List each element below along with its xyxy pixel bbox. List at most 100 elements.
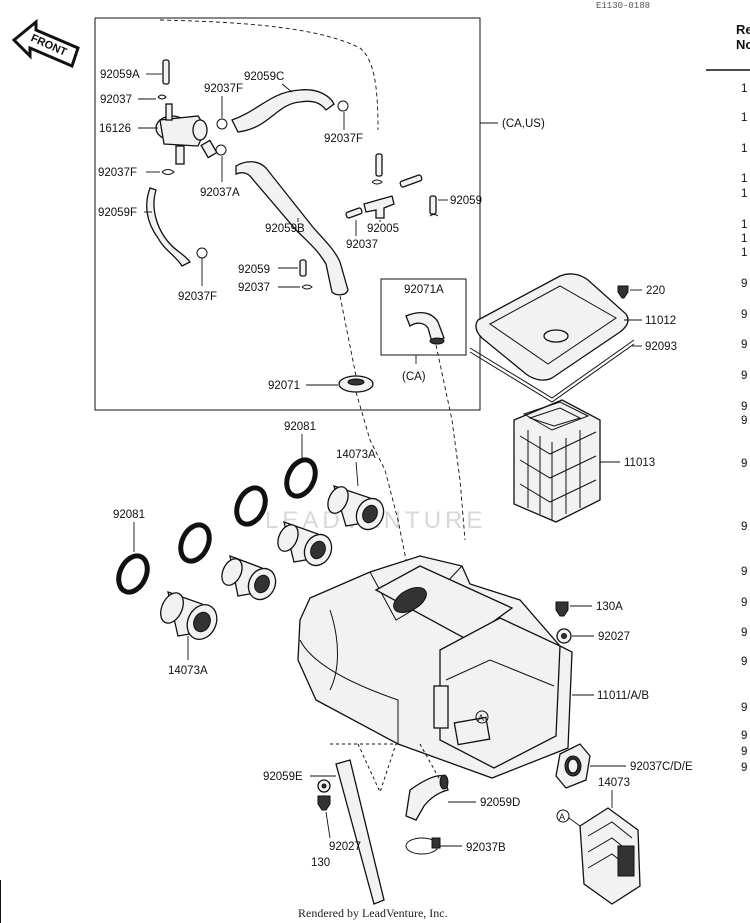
air-filter-element-11013 <box>513 399 601 523</box>
label-92037F-b: 92037F <box>324 133 363 145</box>
o-rings-92081 <box>116 457 318 595</box>
label-130: 130 <box>311 857 330 869</box>
table-row-ref: 9 <box>741 627 747 639</box>
label-92037F-a: 92037F <box>204 83 243 95</box>
ref-marker-case: A <box>478 713 484 723</box>
tube-upper <box>375 153 383 177</box>
sub-box-92071A: 92071A (CA) <box>380 278 467 383</box>
grommet-92071 <box>338 375 374 393</box>
hose-92059B <box>235 161 349 296</box>
label-92081-b: 92081 <box>113 509 145 521</box>
elbow-92059D <box>405 774 449 821</box>
label-92037B: 92037B <box>466 842 506 854</box>
table-row-ref: 9 <box>741 415 747 427</box>
vacuum-hose-box: (CA,US) <box>94 17 545 411</box>
clamp-92037B <box>405 837 441 855</box>
label-92027-b: 92027 <box>329 841 361 853</box>
label-92059-b: 92059 <box>238 264 270 276</box>
hose-92059E <box>335 759 385 905</box>
table-row-ref: 9 <box>741 730 747 742</box>
table-row-ref: 1 <box>741 83 747 95</box>
duct-14073 <box>579 807 641 905</box>
box-note-ca: (CA) <box>402 371 426 383</box>
tube-92059A <box>162 59 170 85</box>
footer-text: Rendered by LeadVenture, Inc. <box>298 906 448 920</box>
label-92037CDE: 92037C/D/E <box>630 761 693 773</box>
table-row-ref: 9 <box>741 370 747 382</box>
table-row-ref: 9 <box>741 521 747 533</box>
tube-right <box>399 174 423 188</box>
box-note-ca-us: (CA,US) <box>502 118 545 130</box>
table-row-ref: 9 <box>741 339 747 351</box>
table-row-ref: 9 <box>741 458 747 470</box>
table-row-ref: 9 <box>741 597 747 609</box>
label-92037F-c: 92037F <box>98 167 137 179</box>
table-row-ref: 9 <box>741 401 747 413</box>
table-row-ref: 9 <box>741 702 747 714</box>
screw-220 <box>617 285 629 299</box>
label-92037-a: 92037 <box>100 94 132 106</box>
label-11013: 11013 <box>624 457 655 469</box>
label-92093: 92093 <box>645 341 677 353</box>
air-cleaner-cover-11012 <box>469 273 635 403</box>
table-header-no: No <box>736 37 750 52</box>
washer-92027-a <box>556 628 572 644</box>
clip-92037F-a <box>216 118 228 130</box>
table-row-ref: 9 <box>741 762 747 774</box>
bolt-130A <box>555 601 569 617</box>
label-92037A: 92037A <box>200 187 240 199</box>
table-row-ref: 1 <box>741 219 747 231</box>
label-92059B: 92059B <box>265 223 305 235</box>
table-header-ref: Re <box>736 22 750 37</box>
label-14073A-a: 14073A <box>336 449 376 461</box>
table-row-ref: 9 <box>741 278 747 290</box>
table-row-ref: 1 <box>741 173 747 185</box>
clip-92037-a <box>157 94 167 100</box>
table-row-ref: 9 <box>741 309 747 321</box>
clip-92037F-c <box>161 169 175 175</box>
label-16126: 16126 <box>99 123 131 135</box>
air-switching-valve-16126 <box>155 103 218 165</box>
clip-92037F-b <box>337 100 349 112</box>
label-92059-a: 92059 <box>450 195 482 207</box>
label-92037-b: 92037 <box>346 239 378 251</box>
label-92005: 92005 <box>367 223 399 235</box>
table-row-ref: 9 <box>741 746 747 758</box>
table-row-ref: 9 <box>741 566 747 578</box>
label-92059D: 92059D <box>480 797 520 809</box>
tube-92059-b <box>299 259 307 277</box>
washer-92027-b <box>317 779 331 793</box>
clip-92037A <box>215 144 227 156</box>
bolt-130 <box>317 795 331 811</box>
label-92059A: 92059A <box>100 69 140 81</box>
label-14073A-b: 14073A <box>168 665 208 677</box>
label-92037F-d: 92037F <box>178 291 217 303</box>
front-arrow-icon: FRONT <box>11 18 80 69</box>
diagram-code: E1130-0188 <box>596 1 650 11</box>
label-92071A: 92071A <box>404 284 444 296</box>
label-11011: 11011/A/B <box>597 690 649 702</box>
label-92037-c: 92037 <box>238 282 270 294</box>
table-row-ref: 1 <box>741 247 747 259</box>
label-14073: 14073 <box>598 777 630 789</box>
label-11012: 11012 <box>645 315 676 327</box>
table-row-ref: 9 <box>741 656 747 668</box>
label-130A: 130A <box>596 601 623 613</box>
intake-boots-14073A <box>160 484 385 641</box>
table-row-ref: 1 <box>741 188 747 200</box>
clip-92037F-d <box>196 247 208 259</box>
label-92059F: 92059F <box>98 207 137 219</box>
label-92071: 92071 <box>268 380 300 392</box>
table-row-ref: 1 <box>741 112 747 124</box>
label-92059E: 92059E <box>263 771 303 783</box>
tube-left-92005 <box>345 207 363 219</box>
table-row-ref: 1 <box>741 143 747 155</box>
air-cleaner-case-11011: A <box>297 555 573 779</box>
hose-92059C <box>231 89 335 133</box>
clamp-92037CDE <box>555 743 591 789</box>
hose-92059F <box>146 187 191 267</box>
label-92081-a: 92081 <box>284 421 316 433</box>
